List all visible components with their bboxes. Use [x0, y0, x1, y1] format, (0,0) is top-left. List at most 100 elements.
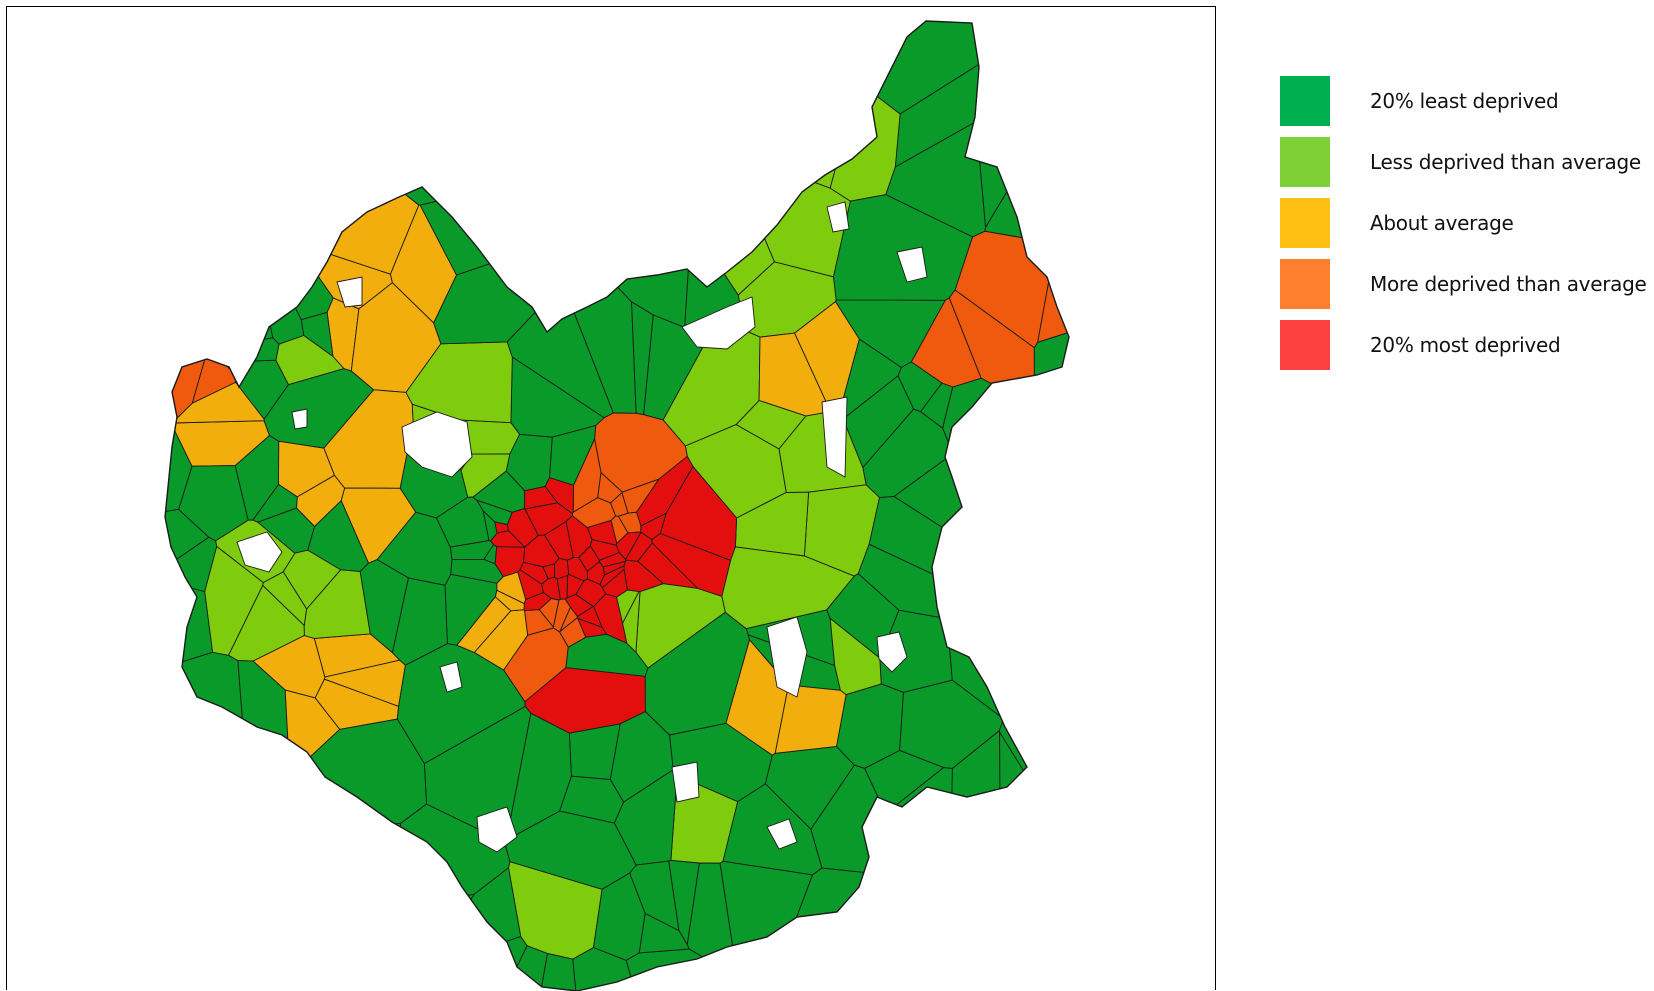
ward-region[interactable]	[236, 101, 367, 188]
ward-region[interactable]	[389, 7, 588, 82]
ward-region[interactable]	[107, 7, 164, 130]
ward-region[interactable]	[677, 134, 799, 210]
ward-region[interactable]	[1023, 553, 1117, 689]
ward-region[interactable]	[661, 7, 804, 88]
ward-region[interactable]	[625, 182, 695, 267]
ward-region[interactable]	[196, 143, 242, 240]
ward-region[interactable]	[1038, 862, 1117, 962]
ward-region[interactable]	[297, 933, 404, 991]
ward-region[interactable]	[985, 154, 1117, 239]
legend-label-most-deprived: 20% most deprived	[1370, 333, 1560, 357]
ward-region[interactable]	[1072, 438, 1117, 558]
ward-region[interactable]	[957, 922, 1033, 991]
ward-region[interactable]	[107, 185, 187, 236]
ward-region[interactable]	[956, 443, 1025, 516]
ward-region[interactable]	[250, 338, 279, 361]
ward-region[interactable]	[496, 196, 571, 279]
ward-region[interactable]	[1057, 929, 1118, 991]
ward-region[interactable]	[107, 215, 226, 255]
ward-region[interactable]	[107, 874, 215, 991]
ward-region[interactable]	[224, 795, 345, 914]
legend-item-least-deprived: 20% least deprived	[1280, 76, 1650, 137]
ward-region[interactable]	[968, 7, 1117, 85]
ward-region[interactable]	[217, 282, 273, 341]
ward-region[interactable]	[107, 275, 225, 310]
ward-region[interactable]	[1024, 485, 1115, 557]
ward-region[interactable]	[365, 907, 453, 991]
ward-region[interactable]	[555, 558, 569, 579]
ward-region[interactable]	[695, 202, 732, 268]
ward-region[interactable]	[474, 113, 566, 194]
legend-swatch-most-deprived	[1280, 320, 1330, 370]
ward-region[interactable]	[962, 490, 1042, 555]
legend-item-more-deprived: More deprived than average	[1280, 259, 1650, 320]
ward-region[interactable]	[613, 179, 678, 249]
ward-region[interactable]	[107, 716, 267, 881]
ward-region[interactable]	[168, 157, 212, 217]
unmapped-area	[672, 762, 699, 802]
ward-region[interactable]	[396, 894, 474, 938]
map-frame	[6, 6, 1216, 990]
ward-region[interactable]	[256, 168, 338, 223]
legend: 20% least deprived Less deprived than av…	[1280, 76, 1650, 381]
ward-region[interactable]	[143, 104, 239, 159]
ward-region[interactable]	[557, 162, 613, 224]
ward-region[interactable]	[871, 879, 962, 981]
ward-region[interactable]	[596, 86, 689, 179]
legend-label-about-average: About average	[1370, 211, 1513, 235]
ward-region[interactable]	[198, 7, 291, 52]
ward-region[interactable]	[999, 688, 1117, 802]
ward-region[interactable]	[280, 20, 393, 109]
ward-region[interactable]	[1008, 396, 1117, 481]
ward-region[interactable]	[943, 378, 1026, 454]
ward-region[interactable]	[227, 47, 330, 130]
ward-region[interactable]	[951, 545, 1000, 615]
ward-region[interactable]	[536, 7, 651, 163]
legend-item-about-average: About average	[1280, 198, 1650, 259]
ward-region[interactable]	[625, 7, 782, 139]
ward-region[interactable]	[107, 652, 246, 771]
unmapped-area	[292, 409, 307, 429]
ward-region[interactable]	[151, 7, 251, 109]
ward-region[interactable]	[826, 956, 885, 991]
ward-region[interactable]	[990, 554, 1041, 616]
ward-region[interactable]	[1010, 909, 1046, 957]
legend-swatch-more-deprived	[1280, 259, 1330, 309]
deprivation-map[interactable]	[7, 7, 1215, 991]
ward-region[interactable]	[720, 861, 813, 949]
ward-region[interactable]	[107, 248, 229, 286]
ward-region[interactable]	[475, 158, 569, 212]
ward-region[interactable]	[185, 857, 330, 963]
ward-region[interactable]	[435, 936, 527, 991]
ward-region[interactable]	[226, 222, 323, 273]
legend-swatch-less-deprived	[1280, 137, 1330, 187]
ward-region[interactable]	[1038, 282, 1110, 343]
ward-region[interactable]	[587, 180, 630, 259]
ward-region[interactable]	[706, 947, 783, 991]
legend-item-most-deprived: 20% most deprived	[1280, 320, 1650, 381]
ward-region[interactable]	[1018, 81, 1117, 157]
ward-region[interactable]	[878, 967, 967, 991]
legend-label-more-deprived: More deprived than average	[1370, 272, 1647, 296]
ward-region[interactable]	[1024, 791, 1117, 869]
legend-label-least-deprived: 20% least deprived	[1370, 89, 1558, 113]
ward-region[interactable]	[459, 101, 537, 194]
legend-swatch-least-deprived	[1280, 76, 1330, 126]
ward-region[interactable]	[107, 128, 167, 205]
legend-swatch-about-average	[1280, 198, 1330, 248]
ward-region[interactable]	[216, 151, 258, 255]
ward-region[interactable]	[287, 7, 404, 39]
ward-region[interactable]	[1025, 478, 1093, 523]
ward-region[interactable]	[320, 823, 400, 938]
ward-region[interactable]	[402, 67, 545, 122]
ward-region[interactable]	[1044, 14, 1118, 133]
ward-region[interactable]	[212, 938, 302, 991]
ward-region[interactable]	[143, 7, 218, 108]
ward-region[interactable]	[967, 955, 1059, 991]
ward-region[interactable]	[771, 939, 831, 991]
ward-region[interactable]	[364, 78, 472, 205]
ward-region[interactable]	[134, 151, 182, 193]
ward-region[interactable]	[945, 864, 1039, 938]
legend-label-less-deprived: Less deprived than average	[1370, 150, 1641, 174]
ward-region[interactable]	[763, 7, 872, 71]
